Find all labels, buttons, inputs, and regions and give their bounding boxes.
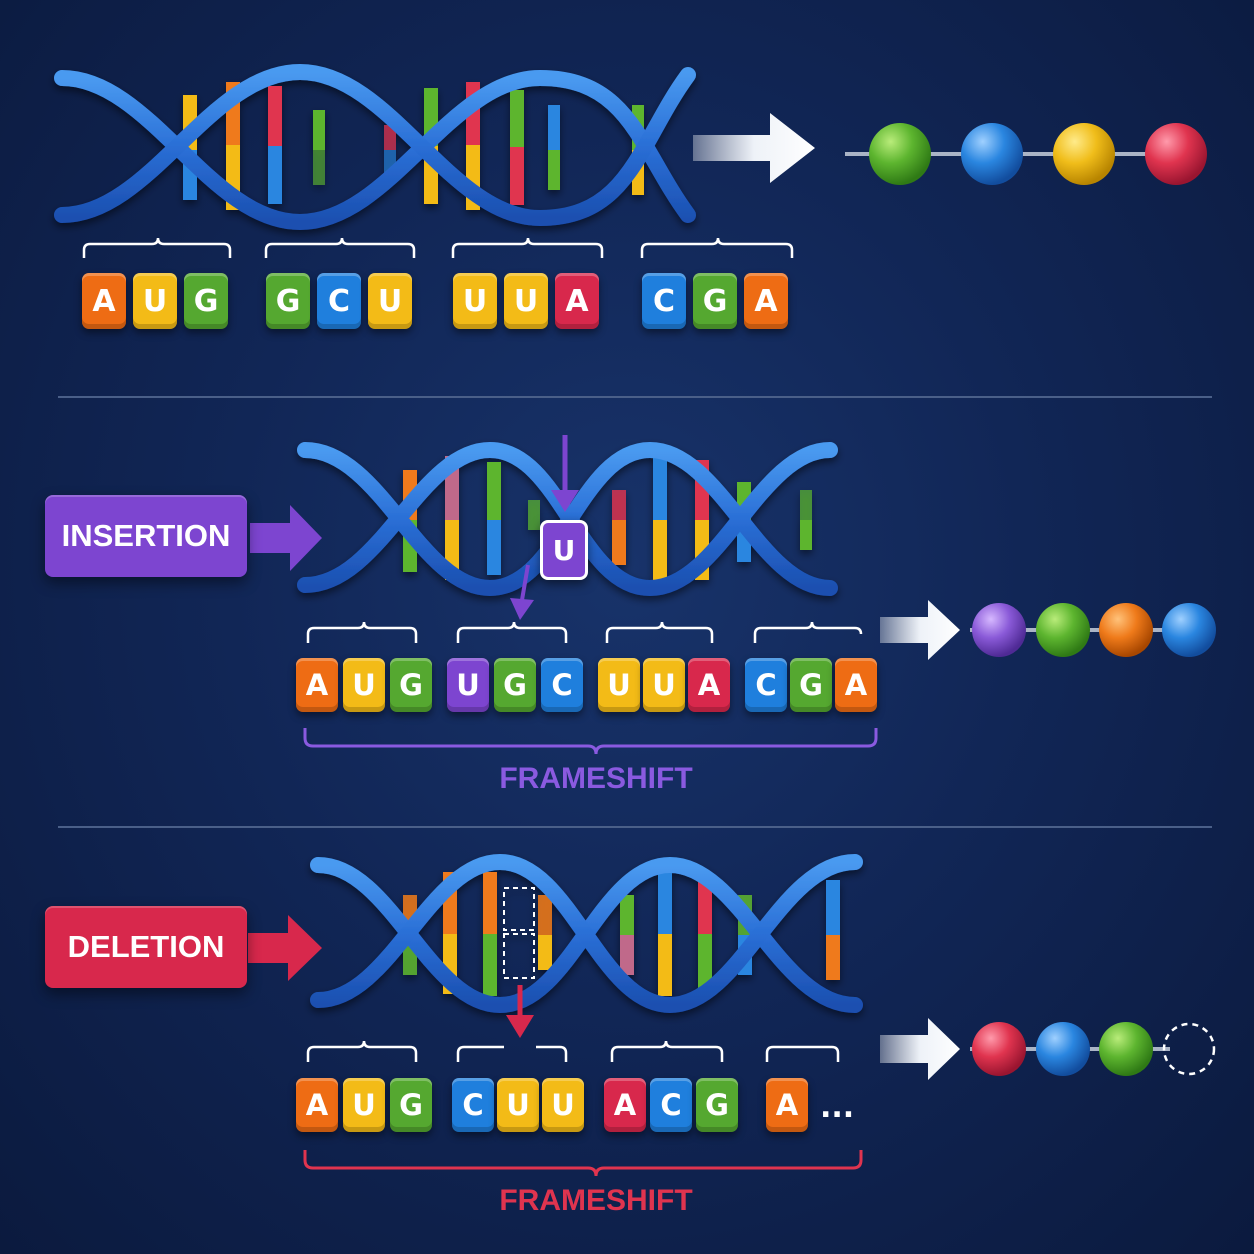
nucleotide-tile: C bbox=[745, 658, 787, 712]
codon-brackets-deletion bbox=[306, 1040, 840, 1062]
nucleotide-tile: U bbox=[368, 273, 412, 329]
deletion-label: DELETION bbox=[45, 906, 247, 988]
amino-acid bbox=[869, 123, 931, 185]
frameshift-label-insertion: FRAMESHIFT bbox=[499, 762, 693, 795]
nucleotide-tile: A bbox=[296, 658, 338, 712]
arrow-to-protein-deletion bbox=[880, 1018, 960, 1080]
frameshift-bracket-insertion bbox=[303, 728, 878, 755]
amino-acid bbox=[1053, 123, 1115, 185]
amino-acid bbox=[1099, 1022, 1153, 1076]
nucleotide-tile: A bbox=[604, 1078, 646, 1132]
codon-brackets-insertion bbox=[306, 621, 863, 643]
insertion-label: INSERTION bbox=[45, 495, 247, 577]
frameshift-bracket-deletion bbox=[303, 1150, 863, 1177]
nucleotide-tile: A bbox=[555, 273, 599, 329]
amino-acid bbox=[972, 1022, 1026, 1076]
nucleotide-tile: A bbox=[766, 1078, 808, 1132]
protein-chain-deletion bbox=[970, 1022, 1216, 1076]
amino-acid bbox=[1036, 603, 1090, 657]
amino-acid bbox=[1162, 603, 1216, 657]
nucleotide-tile: C bbox=[650, 1078, 692, 1132]
nucleotide-tile: G bbox=[696, 1078, 738, 1132]
nucleotide-tile: U bbox=[504, 273, 548, 329]
nucleotide-tile: G bbox=[266, 273, 310, 329]
insertion-arrow bbox=[250, 505, 322, 571]
nucleotide-tile: A bbox=[82, 273, 126, 329]
amino-acid bbox=[961, 123, 1023, 185]
nucleotide-tile: U bbox=[133, 273, 177, 329]
nucleotide-tile: U bbox=[343, 1078, 385, 1132]
sequence-continues-ellipsis: ... bbox=[820, 1090, 855, 1125]
nucleotide-tile: G bbox=[390, 658, 432, 712]
frameshift-label-deletion: FRAMESHIFT bbox=[499, 1184, 693, 1217]
nucleotide-tile: U bbox=[542, 1078, 584, 1132]
nucleotide-tile: C bbox=[452, 1078, 494, 1132]
amino-acid bbox=[1036, 1022, 1090, 1076]
nucleotide-tile: U bbox=[497, 1078, 539, 1132]
nucleotide-tile: U bbox=[343, 658, 385, 712]
amino-acid bbox=[1145, 123, 1207, 185]
dna-helix-deletion bbox=[310, 853, 863, 1014]
deletion-pointer bbox=[506, 985, 534, 1038]
deletion-arrow bbox=[248, 915, 322, 981]
nucleotide-tile: U bbox=[598, 658, 640, 712]
nucleotide-tile: G bbox=[390, 1078, 432, 1132]
insertion-pointer bbox=[510, 435, 579, 620]
nucleotide-tile: A bbox=[835, 658, 877, 712]
deleted-base-placeholder bbox=[503, 887, 535, 931]
nucleotide-tile: C bbox=[541, 658, 583, 712]
amino-acid bbox=[1099, 603, 1153, 657]
amino-acid bbox=[972, 603, 1026, 657]
nucleotide-tile: U bbox=[447, 658, 489, 712]
nucleotide-tile: G bbox=[693, 273, 737, 329]
codon-brackets-original bbox=[82, 237, 794, 258]
arrow-to-protein-insertion bbox=[880, 600, 960, 660]
missing-amino-acid bbox=[1162, 1022, 1216, 1076]
nucleotide-tile: U bbox=[643, 658, 685, 712]
arrow-to-protein-original bbox=[693, 113, 815, 183]
nucleotide-tile: A bbox=[296, 1078, 338, 1132]
dna-helix-insertion bbox=[297, 441, 838, 597]
nucleotide-tile: G bbox=[494, 658, 536, 712]
protein-chain-original bbox=[845, 123, 1207, 185]
nucleotide-tile: U bbox=[453, 273, 497, 329]
dna-helix-original bbox=[54, 63, 696, 231]
protein-chain-insertion bbox=[970, 603, 1216, 657]
inserted-base-tile: U bbox=[540, 520, 588, 580]
nucleotide-tile: A bbox=[688, 658, 730, 712]
nucleotide-tile: A bbox=[744, 273, 788, 329]
nucleotide-tile: G bbox=[184, 273, 228, 329]
nucleotide-tile: C bbox=[642, 273, 686, 329]
nucleotide-tile: G bbox=[790, 658, 832, 712]
nucleotide-tile: C bbox=[317, 273, 361, 329]
